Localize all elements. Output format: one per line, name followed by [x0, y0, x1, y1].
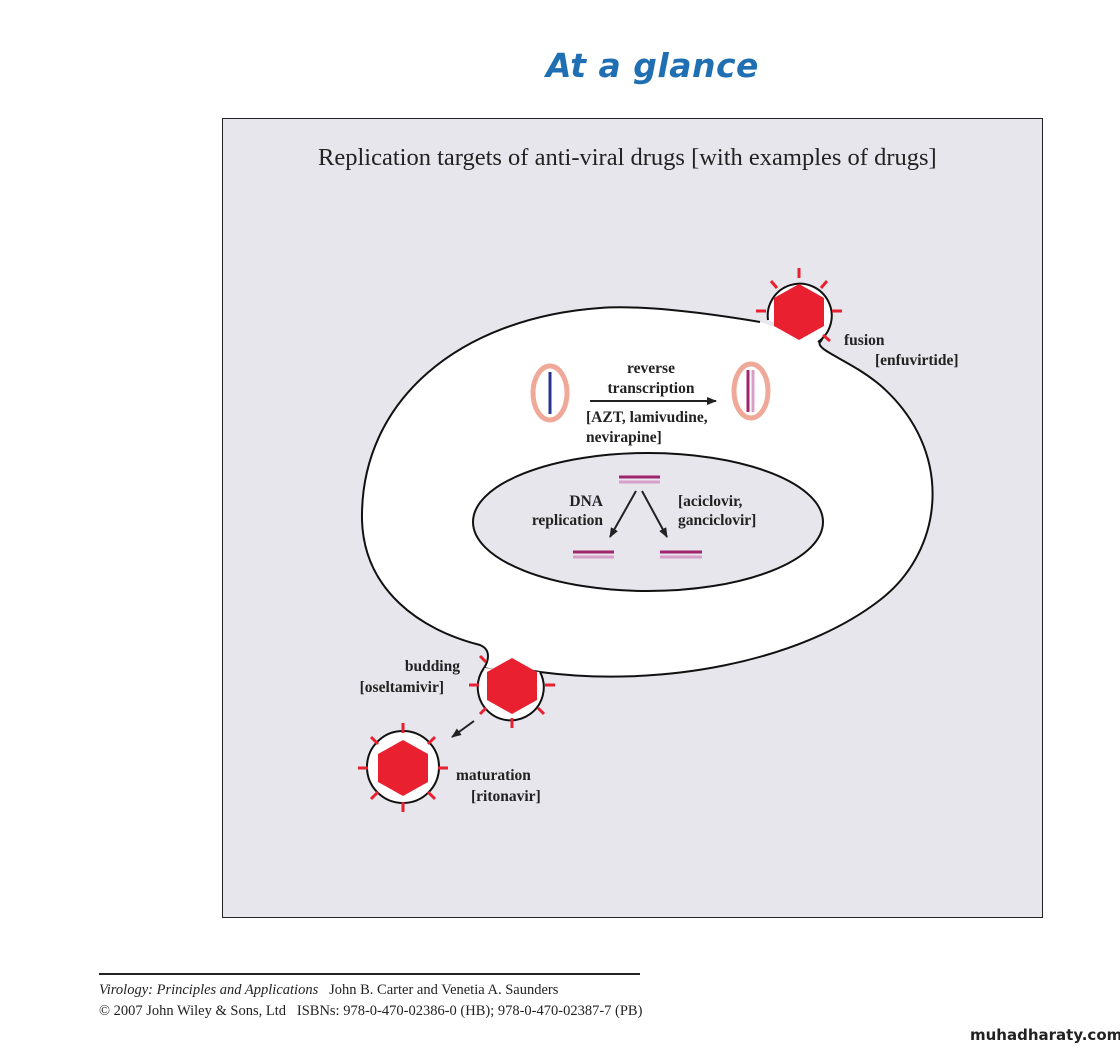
budding-label: budding [405, 658, 460, 675]
parent-dna-icon [619, 475, 660, 484]
dna-label-line1: DNA [569, 493, 603, 510]
dna-label-line2: replication [532, 512, 604, 529]
daughter-dna-left-icon [573, 550, 614, 559]
daughter-dna-right-icon [660, 550, 702, 559]
budding-virion [469, 654, 555, 728]
isbn-text: ISBNs: 978-0-470-02386-0 (HB); 978-0-470… [296, 1003, 643, 1019]
rt-label-line1: reverse [627, 360, 675, 377]
rt-label-line2: transcription [608, 380, 695, 397]
mature-virion [358, 723, 448, 812]
nucleus [472, 452, 824, 592]
maturation-arrow [451, 720, 475, 738]
budding-drugs: [oseltamivir] [360, 679, 444, 696]
fusion-label: fusion [844, 332, 885, 349]
maturation-label: maturation [456, 767, 531, 784]
page-heading: At a glance [546, 46, 759, 85]
replication-arrow-right [641, 490, 668, 538]
dna-capsid-icon [731, 361, 771, 421]
figure-title: Replication targets of anti-viral drugs … [318, 144, 937, 171]
footer-citation: Virology: Principles and Applications Jo… [99, 982, 558, 999]
maturation-drugs: [ritonavir] [471, 788, 541, 805]
book-title: Virology: Principles and Applications [99, 982, 319, 998]
watermark: muhadharaty.com [970, 1026, 1120, 1044]
virion-capsid-icon [487, 658, 537, 714]
dna-drugs-line2: ganciclovir] [678, 512, 756, 529]
copyright-text: © 2007 John Wiley & Sons, Ltd [99, 1003, 286, 1019]
book-authors: John B. Carter and Venetia A. Saunders [329, 982, 559, 998]
dna-drugs-line1: [aciclovir, [678, 493, 743, 510]
footer-divider [99, 973, 640, 975]
rt-drugs-line2: nevirapine] [586, 429, 662, 446]
replication-arrow-left [609, 490, 637, 538]
fusion-drugs: [enfuvirtide] [875, 352, 959, 369]
virion-capsid-icon [774, 284, 824, 340]
footer-copyright: © 2007 John Wiley & Sons, Ltd ISBNs: 978… [99, 1003, 642, 1020]
virion-capsid-icon [378, 740, 428, 796]
rt-drugs-line1: [AZT, lamivudine, [586, 409, 708, 426]
fusion-virion [756, 268, 842, 343]
